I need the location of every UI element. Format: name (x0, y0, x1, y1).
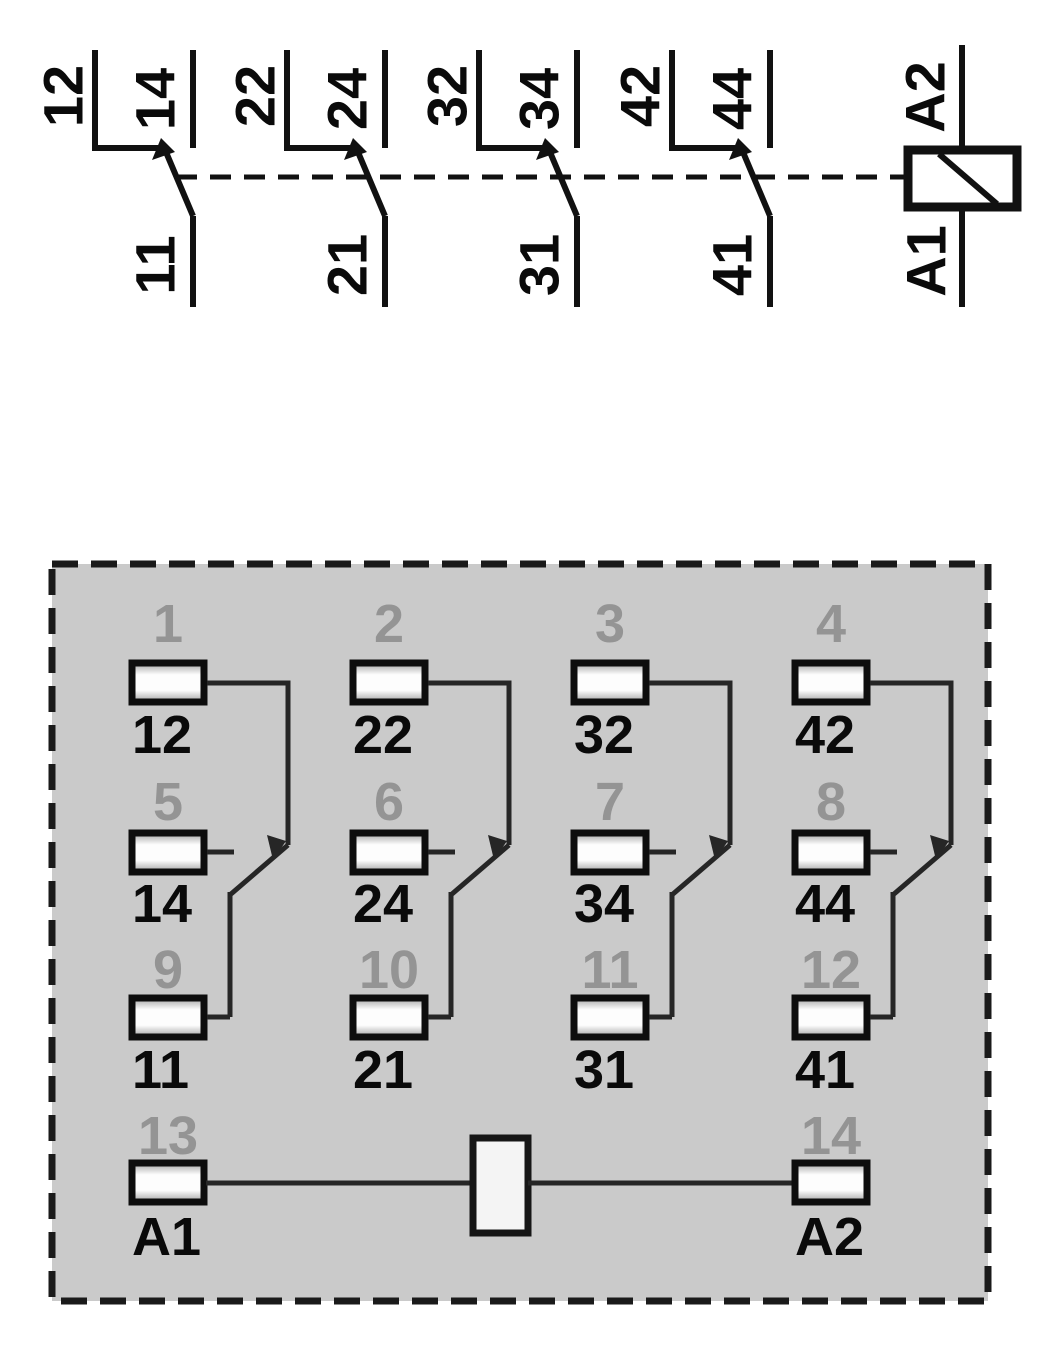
nc-terminal-label: 22 (224, 65, 287, 127)
pinout-column-1: 1 12 5 14 9 11 (128, 594, 291, 1100)
contact-group-3: 32 34 31 (416, 50, 580, 307)
terminal-pad (349, 659, 429, 706)
pin-number: 7 (595, 772, 625, 832)
wire (870, 680, 954, 845)
terminal-pad (791, 994, 871, 1041)
contact-group-1: 12 14 11 (32, 50, 196, 307)
pinout-column-2: 2 22 6 24 10 21 (349, 594, 512, 1100)
contact-arm-arrowhead-icon (344, 138, 367, 160)
pin-number: 3 (595, 594, 625, 654)
terminal-pad (128, 1159, 208, 1206)
nc-terminal-label: 32 (416, 65, 479, 127)
terminal-label: 24 (353, 874, 413, 934)
pin-number: 2 (374, 594, 404, 654)
terminal-label: 31 (574, 1040, 634, 1100)
terminal-label: A2 (795, 1207, 864, 1267)
pinout-column-4: 4 42 8 44 12 41 (791, 594, 954, 1100)
pin-number: 8 (816, 772, 846, 832)
terminal-label: 34 (574, 874, 634, 934)
contact-arm-line (229, 843, 290, 896)
pin-number: 13 (138, 1106, 198, 1166)
contact-arm-line (737, 143, 773, 218)
wire (649, 680, 733, 845)
terminal-pad (128, 659, 208, 706)
no-terminal-label: 24 (316, 68, 379, 130)
terminal-pad (791, 659, 871, 706)
terminal-label: 41 (795, 1040, 855, 1100)
terminal-label: A1 (132, 1207, 201, 1267)
contact-arm-line (892, 843, 953, 896)
nc-terminal-label: 42 (609, 65, 672, 127)
contact-arm-line (352, 143, 388, 218)
no-terminal-label: 14 (124, 68, 187, 130)
terminal-pad (791, 1159, 871, 1206)
pin-number: 9 (153, 940, 183, 1000)
terminal-label: 44 (795, 874, 855, 934)
wire (428, 680, 512, 845)
terminal-pad (570, 659, 650, 706)
contact-arm-line (671, 843, 732, 896)
contact-arm-arrowhead-icon (152, 138, 175, 160)
terminal-pad (570, 994, 650, 1041)
contact-arm-arrowhead-icon (729, 138, 752, 160)
pin-number: 11 (581, 940, 638, 1000)
contact-arm-line (544, 143, 580, 218)
terminal-label: 32 (574, 705, 634, 765)
contact-schematic: 12 14 11 22 24 21 32 34 31 (32, 45, 1022, 307)
coil-a2-label: A2 (894, 61, 957, 133)
coil-rect (903, 145, 1022, 212)
terminal-label: 22 (353, 705, 413, 765)
pinout-column-3: 3 32 7 34 11 31 (570, 594, 733, 1100)
terminal-pad (128, 994, 208, 1041)
common-terminal-label: 31 (508, 234, 571, 296)
terminal-pad (791, 829, 871, 876)
common-terminal-label: 11 (124, 235, 187, 294)
contact-arm-arrowhead-icon (709, 835, 728, 860)
coil-a1-label: A1 (895, 225, 958, 297)
terminal-pad (570, 829, 650, 876)
terminal-pad (349, 829, 429, 876)
pin-number: 12 (801, 940, 861, 1000)
contact-arm-arrowhead-icon (488, 835, 507, 860)
contact-group-2: 22 24 21 (224, 50, 388, 307)
terminal-label: 14 (132, 874, 192, 934)
pin-number: 4 (816, 594, 846, 654)
no-terminal-label: 44 (701, 68, 764, 130)
no-terminal-label: 34 (508, 68, 571, 130)
pin-number: 1 (153, 594, 183, 654)
terminal-pad (349, 994, 429, 1041)
terminal-label: 12 (132, 705, 192, 765)
pin-number: 14 (801, 1106, 861, 1166)
terminal-pad (128, 829, 208, 876)
nc-terminal-label: 12 (32, 65, 95, 127)
contact-arm-line (160, 143, 196, 218)
contact-arm-arrowhead-icon (267, 835, 286, 860)
contact-group-4: 42 44 41 (609, 50, 773, 307)
coil-rect (469, 1134, 532, 1237)
pin-number: 5 (153, 772, 183, 832)
pin-number: 10 (359, 940, 419, 1000)
pinout-coil-row: 13 A1 14 A2 (128, 1106, 871, 1267)
coil-diagonal-line (937, 151, 999, 207)
coil-symbol: A2 A1 (894, 45, 1022, 307)
terminal-label: 21 (353, 1040, 413, 1100)
terminal-label: 42 (795, 705, 855, 765)
common-terminal-label: 41 (701, 234, 764, 296)
terminal-label: 11 (132, 1040, 189, 1100)
pin-number: 6 (374, 772, 404, 832)
contact-arm-arrowhead-icon (536, 138, 559, 160)
contact-arm-arrowhead-icon (930, 835, 949, 860)
wire (207, 680, 291, 845)
pin-layout-box: 1 12 5 14 9 11 2 22 6 (48, 560, 992, 1305)
contact-arm-line (450, 843, 511, 896)
common-terminal-label: 21 (316, 234, 379, 296)
